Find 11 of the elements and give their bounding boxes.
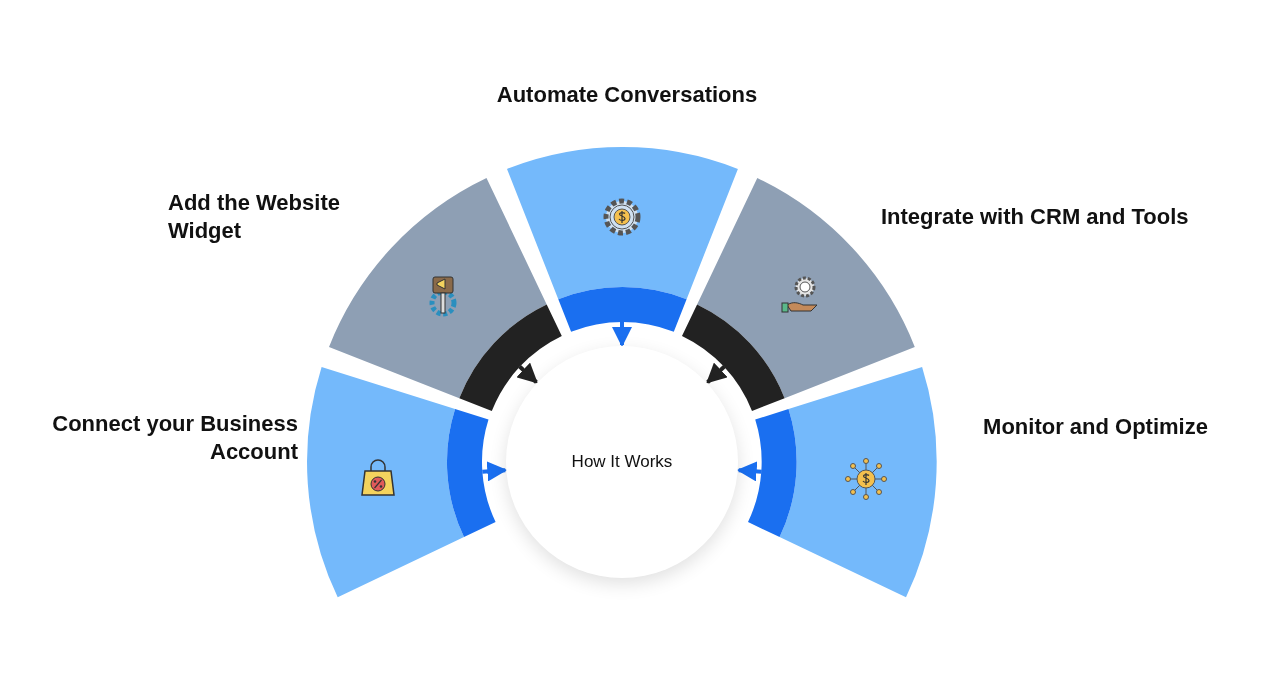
arrow <box>706 362 728 384</box>
arrow <box>516 362 538 384</box>
center-title: How It Works <box>571 452 673 472</box>
step-heading: Add the Website Widget <box>168 189 341 245</box>
step-heading: Automate Conversations <box>495 81 759 109</box>
arrow <box>482 461 508 482</box>
step-heading: Connect your Business Account <box>51 410 298 466</box>
step-heading: Monitor and Optimize <box>982 413 1208 441</box>
arrow <box>612 322 632 347</box>
arrow <box>736 461 762 482</box>
step-heading: Integrate with CRM and Tools <box>881 203 1190 231</box>
